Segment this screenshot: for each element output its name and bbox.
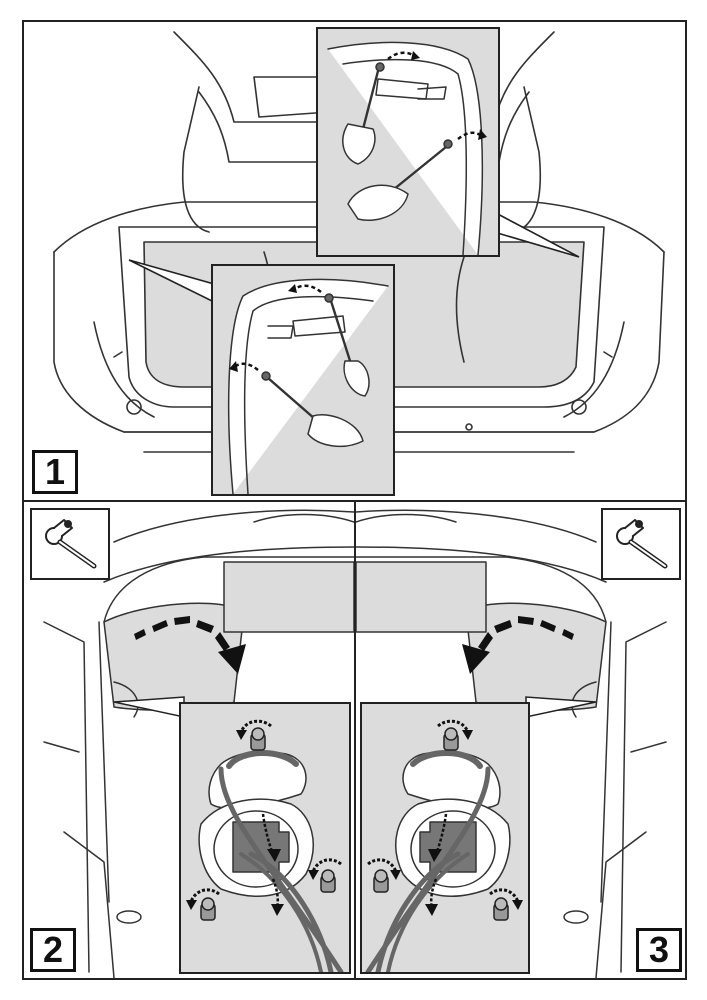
tail-light-inset-left [179,702,351,974]
step-number-badge: 1 [32,450,78,494]
tail-light-bolts-right-illustration [365,719,523,972]
step-1-panel: 1 [22,20,687,502]
screwdriver-inset-right [316,27,500,257]
socket-wrench-tool-box [30,508,110,580]
step-number-badge: 3 [636,928,682,972]
tail-light-bolts-left-illustration [186,719,344,972]
strut-removal-left-illustration [227,278,389,494]
step-3-panel: 3 [354,500,687,980]
socket-wrench-tool-box [601,508,681,580]
socket-wrench-icon [45,519,97,569]
tail-light-inset-right [360,702,530,974]
trunk-interior-right-illustration [356,509,667,978]
trunk-interior-left-illustration [43,509,354,978]
strut-removal-right-illustration [327,41,487,255]
step-2-panel: 2 [22,500,356,980]
step-number-badge: 2 [30,928,76,972]
screwdriver-inset-left [211,264,395,496]
socket-wrench-icon [616,519,668,569]
